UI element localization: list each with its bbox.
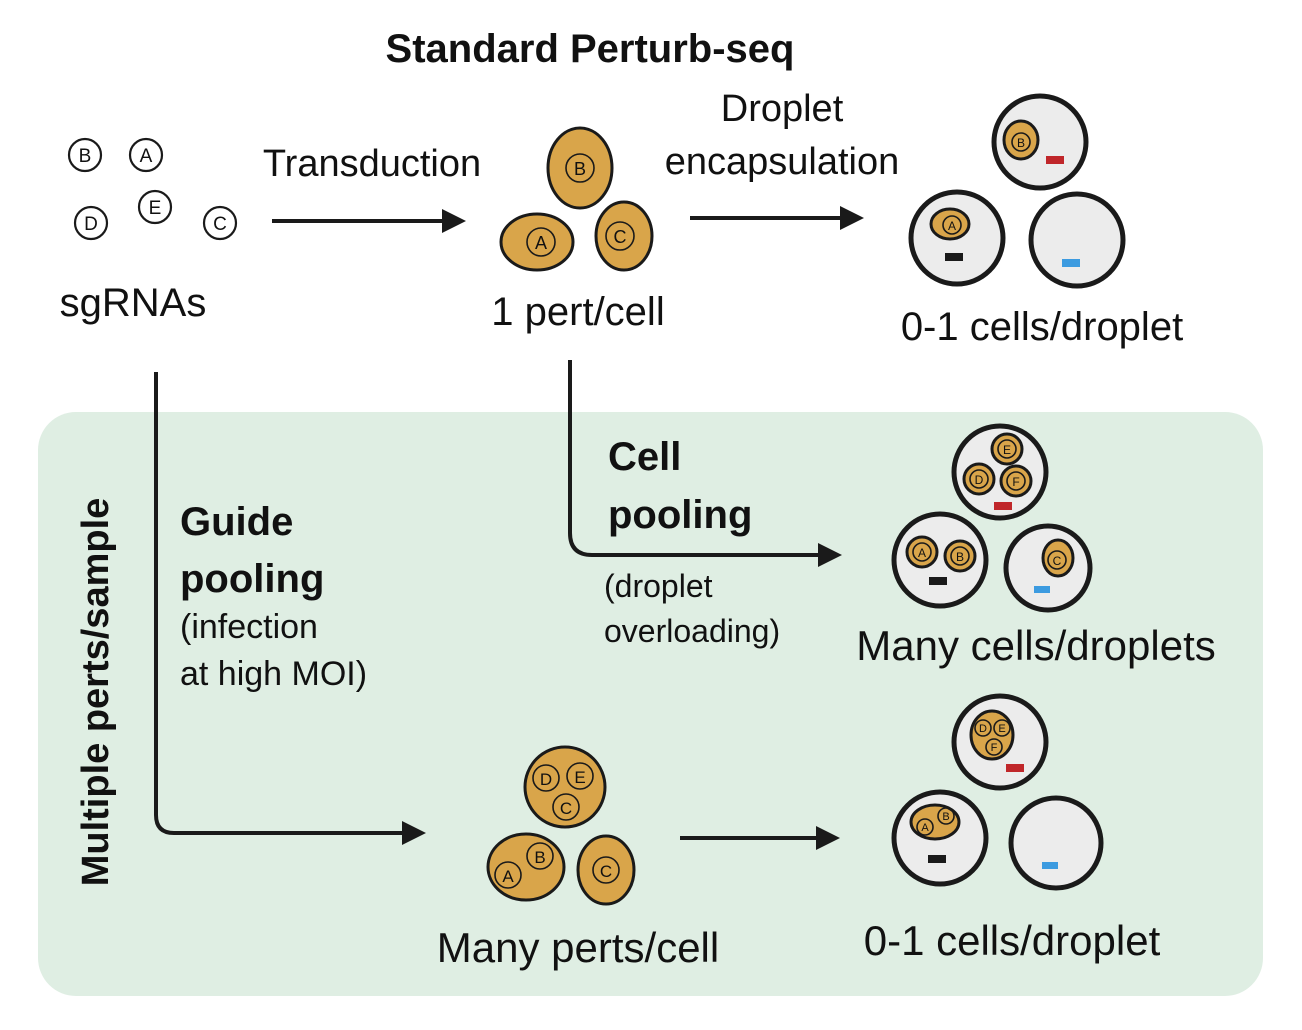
svg-text:D: D [979, 723, 987, 735]
svg-text:A: A [921, 822, 929, 834]
barcode-red [1046, 156, 1064, 164]
barcode-red [994, 502, 1012, 510]
many-cells-droplets-label: Many cells/droplets [856, 622, 1215, 669]
guide-pooling-label-2: pooling [180, 557, 324, 601]
barcode-black [928, 855, 946, 863]
guide-pooling-note-2: at high MOI) [180, 655, 367, 693]
single-pert-cells: B A C [499, 126, 654, 272]
barcode-red [1006, 764, 1024, 772]
cell: E [990, 432, 1024, 466]
bottom-droplets: D E F A B [891, 693, 1104, 891]
cell-pooling-arrow [568, 360, 842, 567]
top-droplets: B A [908, 93, 1126, 289]
guide-c-icon: C [202, 205, 238, 241]
svg-text:D: D [84, 214, 98, 235]
cell-pooling-note-1: (droplet [604, 568, 713, 604]
panel-label: Multiple perts/sample [75, 498, 117, 887]
svg-text:A: A [140, 146, 153, 167]
cell: D [962, 462, 996, 496]
cell: B [943, 539, 977, 573]
svg-text:E: E [1003, 443, 1011, 457]
svg-text:B: B [574, 159, 586, 179]
cell: A B [486, 832, 566, 902]
svg-text:E: E [574, 768, 585, 787]
barcode-black [945, 253, 963, 261]
svg-text:B: B [534, 848, 545, 867]
sgrnas-label: sgRNAs [60, 281, 207, 325]
cell: B [546, 126, 614, 210]
barcode-black [929, 577, 947, 585]
cells-per-droplet-bottom-label: 0-1 cells/droplet [864, 917, 1161, 964]
droplet: A B [891, 511, 989, 609]
svg-text:E: E [149, 198, 162, 219]
droplet: C [1003, 523, 1093, 613]
svg-text:F: F [1012, 475, 1019, 489]
overloaded-droplets: E D F A B C [891, 423, 1093, 613]
cell: C [1041, 538, 1075, 578]
sgrna-guides: B A E D C [67, 137, 238, 241]
droplet: D E F [951, 693, 1049, 791]
droplet: E D F [951, 423, 1049, 521]
svg-text:B: B [79, 146, 92, 167]
droplet-encapsulation-label-2: encapsulation [665, 141, 900, 183]
guide-pooling-label-1: Guide [180, 500, 293, 544]
svg-text:A: A [535, 233, 547, 253]
guide-e-icon: E [137, 189, 173, 225]
cell: A [905, 535, 939, 569]
barcode-blue [1042, 862, 1058, 869]
svg-text:A: A [948, 219, 956, 233]
cell: C [594, 200, 654, 272]
svg-text:A: A [918, 546, 926, 560]
cell: C [576, 834, 636, 906]
one-pert-cell-label: 1 pert/cell [491, 290, 664, 334]
transduction-label: Transduction [263, 143, 481, 185]
cell-pooling-label-2: pooling [608, 493, 752, 537]
svg-text:C: C [614, 227, 627, 247]
barcode-blue [1034, 586, 1050, 593]
cell: D E C [523, 745, 607, 829]
svg-text:D: D [540, 770, 552, 789]
svg-text:E: E [998, 723, 1005, 735]
svg-text:B: B [942, 811, 949, 823]
droplet-encapsulation-label-1: Droplet [721, 88, 844, 130]
svg-text:C: C [1053, 554, 1062, 568]
guide-b-icon: B [67, 137, 103, 173]
barcode-blue [1062, 259, 1080, 267]
droplet: B [991, 93, 1089, 191]
svg-text:C: C [560, 799, 572, 818]
cell: F [999, 464, 1033, 498]
guide-pooling-note-1: (infection [180, 608, 318, 646]
page-title: Standard Perturb-seq [386, 27, 795, 71]
droplet: A [908, 189, 1006, 287]
svg-text:C: C [600, 862, 612, 881]
multi-pert-cells: D E C A B C [486, 745, 636, 906]
cells-per-droplet-top-label: 0-1 cells/droplet [901, 305, 1183, 349]
droplet [1008, 795, 1104, 891]
svg-text:B: B [1017, 136, 1025, 150]
svg-text:D: D [975, 473, 984, 487]
guide-a-icon: A [128, 137, 164, 173]
many-perts-cell-label: Many perts/cell [437, 924, 719, 971]
svg-text:C: C [213, 214, 227, 235]
guide-d-icon: D [73, 205, 109, 241]
cell-pooling-label-1: Cell [608, 435, 681, 479]
cell-pooling-note-2: overloading) [604, 613, 780, 649]
cell: A [499, 212, 575, 272]
svg-text:A: A [502, 867, 514, 886]
guide-pooling-arrow [154, 372, 426, 845]
droplet [1028, 191, 1126, 289]
svg-text:F: F [991, 742, 998, 754]
droplet: A B [891, 789, 989, 887]
svg-text:B: B [956, 550, 964, 564]
